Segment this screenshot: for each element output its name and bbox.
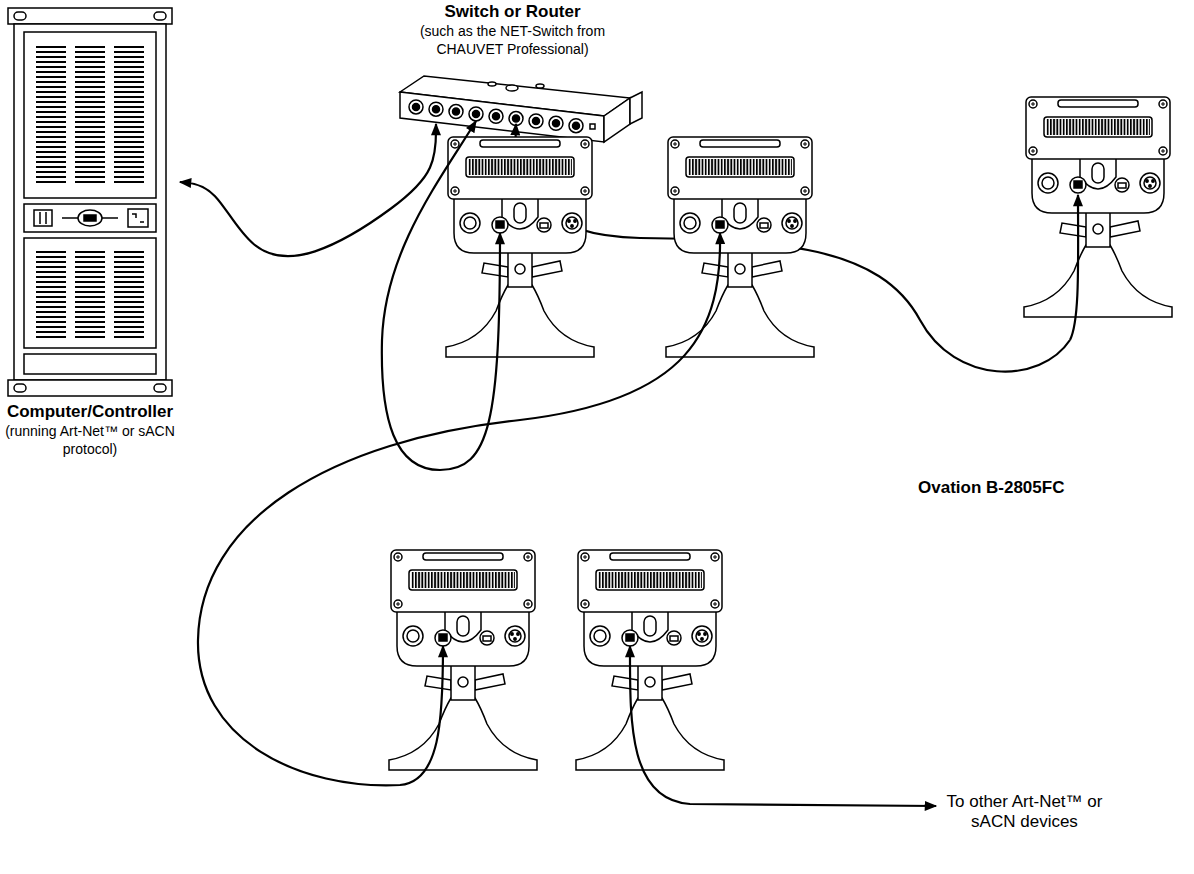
controller-illustration — [8, 8, 172, 396]
fixture-illustration — [446, 137, 594, 357]
node-note: (running Art-Net™ or sACN protocol) — [0, 423, 180, 458]
fixture-illustration — [1024, 97, 1172, 317]
network-cable — [630, 646, 936, 806]
fixture-illustration — [389, 550, 537, 770]
fixture-illustration — [576, 550, 724, 770]
fixture-name: Ovation B-2805FC — [918, 478, 1064, 498]
switch-box: Switch or Router(such as the NET-Switch … — [395, 2, 630, 124]
node-heading: Computer/Controller — [0, 402, 180, 422]
network-cable — [198, 233, 720, 785]
node-note: (such as the NET-Switch from CHAUVET Pro… — [418, 23, 608, 58]
network-cable — [382, 121, 500, 470]
network-cable — [180, 124, 436, 256]
fixture-illustration — [666, 137, 814, 357]
controller-box: Computer/Controller(running Art-Net™ or … — [0, 0, 180, 458]
network-cable — [1070, 195, 1078, 340]
network-cable — [516, 124, 1070, 372]
node-heading: Switch or Router — [395, 2, 630, 22]
destination-note: To other Art-Net™ or sACN devices — [942, 792, 1107, 833]
